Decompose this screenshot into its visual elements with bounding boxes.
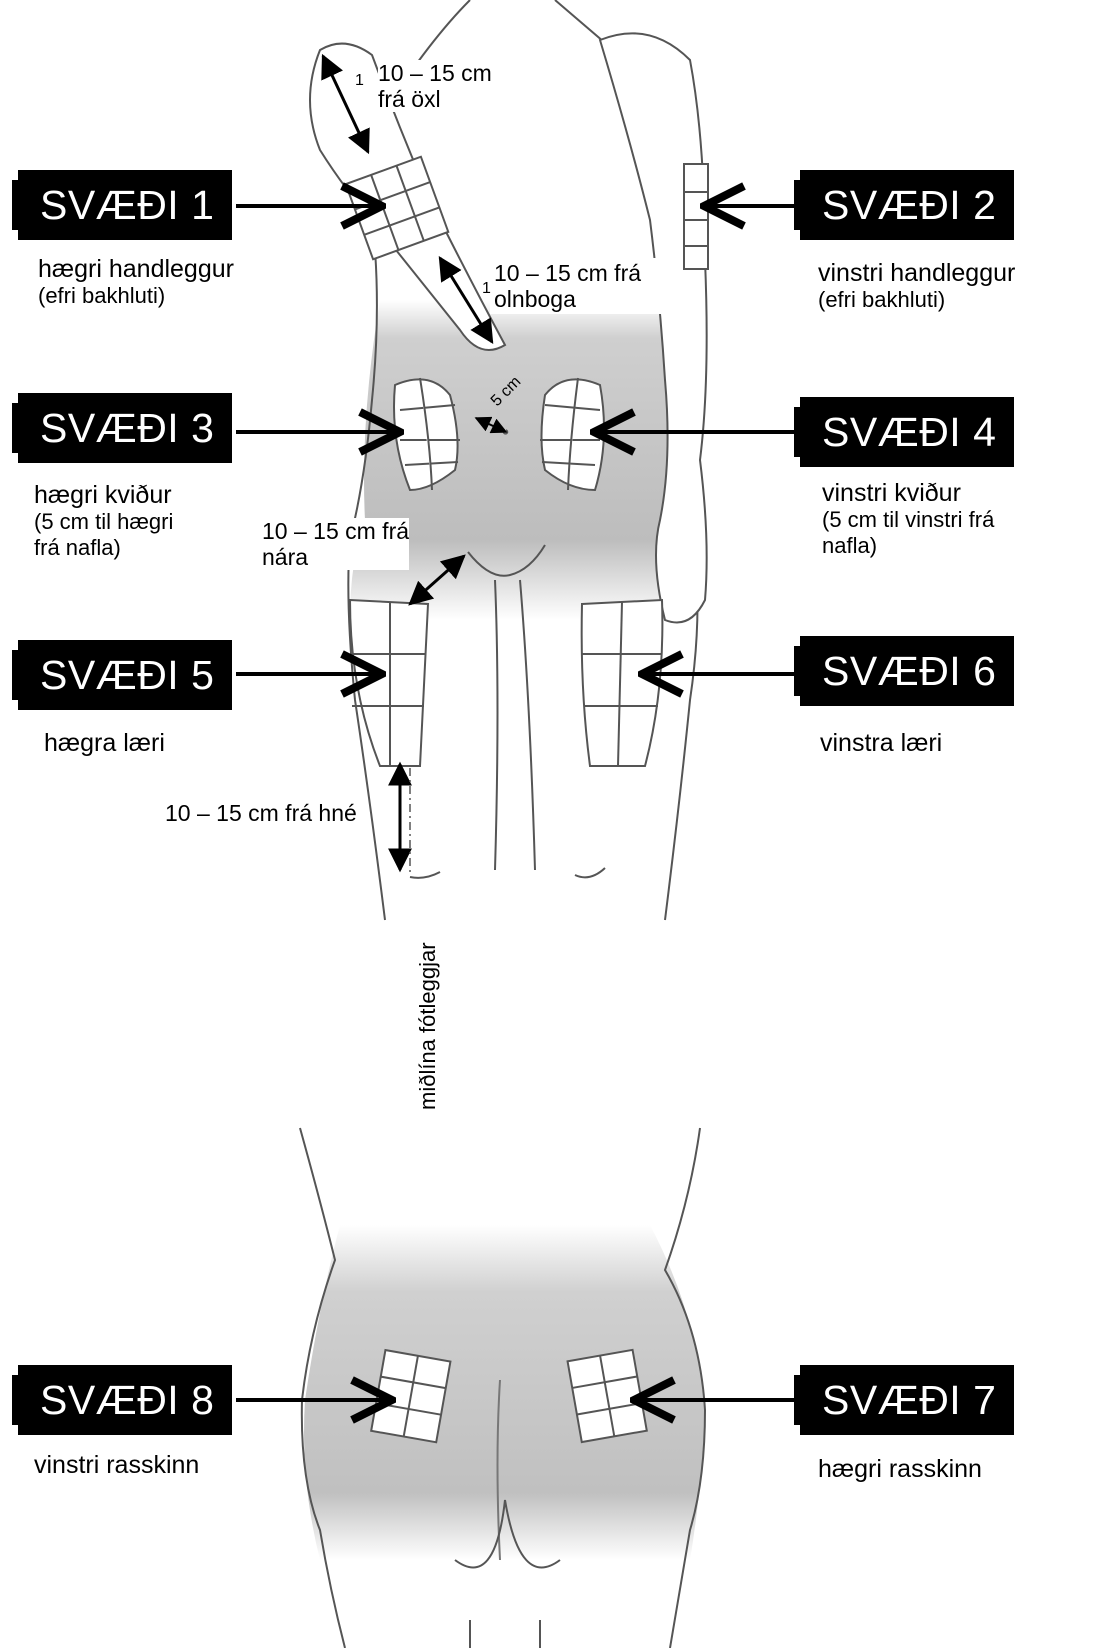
zone-4-sub: (5 cm til vinstri frá nafla) (822, 507, 994, 559)
knee-left (410, 872, 440, 878)
shoulder-distance-note: 10 – 15 cm frá öxl (378, 60, 492, 112)
zone-2-label: SVÆÐI 2 (800, 170, 1014, 240)
zone-4-description: vinstri kviður (5 cm til vinstri frá naf… (822, 480, 994, 559)
zone-1-description: hægri handleggur (efri bakhluti) (38, 256, 234, 309)
zone-3-sub: (5 cm til hægri frá nafla) (34, 509, 173, 561)
zone-6-name: vinstra læri (820, 729, 942, 757)
zone-7-label: SVÆÐI 7 (800, 1365, 1014, 1435)
zone-3-description: hægri kviður (5 cm til hægri frá nafla) (34, 482, 173, 561)
zone-4-name: vinstri kviður (822, 479, 961, 507)
inner-leg-right (520, 580, 535, 870)
grid-zone-8 (371, 1350, 450, 1442)
groin-distance-note: 10 – 15 cm frá nára (262, 518, 409, 570)
zone-8-label: SVÆÐI 8 (18, 1365, 232, 1435)
zone-2-sub: (efri bakhluti) (818, 287, 1015, 313)
leg-midline-label: miðlína fótleggjar (415, 942, 441, 1110)
zone-2-description: vinstri handleggur (efri bakhluti) (818, 260, 1015, 313)
back-body (300, 1128, 705, 1648)
zone-3-label: SVÆÐI 3 (18, 393, 232, 463)
grid-zone-7 (568, 1350, 647, 1442)
knee-distance-note: 10 – 15 cm frá hné (165, 800, 357, 826)
grid-zone-6 (582, 600, 663, 766)
zone-1-name: hægri handleggur (38, 255, 234, 283)
zone-6-label: SVÆÐI 6 (800, 636, 1014, 706)
zone-1-label: SVÆÐI 1 (18, 170, 232, 240)
zone-8-description: vinstri rasskinn (34, 1452, 199, 1479)
zone-7-name: hægri rasskinn (818, 1455, 982, 1483)
zone-4-label: SVÆÐI 4 (800, 397, 1014, 467)
zone-7-description: hægri rasskinn (818, 1456, 982, 1483)
footnote-mark-elbow: 1 (482, 280, 491, 298)
footnote-mark-shoulder: 1 (355, 72, 364, 90)
zone-5-name: hægra læri (44, 729, 165, 757)
zone-6-description: vinstra læri (820, 730, 942, 757)
front-body (310, 0, 707, 920)
zone-1-sub: (efri bakhluti) (38, 283, 234, 309)
inner-leg-left (495, 580, 498, 870)
zone-2-name: vinstri handleggur (818, 259, 1015, 287)
zone-8-name: vinstri rasskinn (34, 1451, 199, 1479)
zone-5-description: hægra læri (44, 730, 165, 757)
elbow-distance-note: 10 – 15 cm frá olnboga (490, 258, 673, 314)
zone-3-name: hægri kviður (34, 481, 172, 509)
grid-zone-3 (394, 378, 460, 490)
knee-right (575, 868, 605, 877)
grid-zone-2 (684, 164, 708, 269)
zone-5-label: SVÆÐI 5 (18, 640, 232, 710)
